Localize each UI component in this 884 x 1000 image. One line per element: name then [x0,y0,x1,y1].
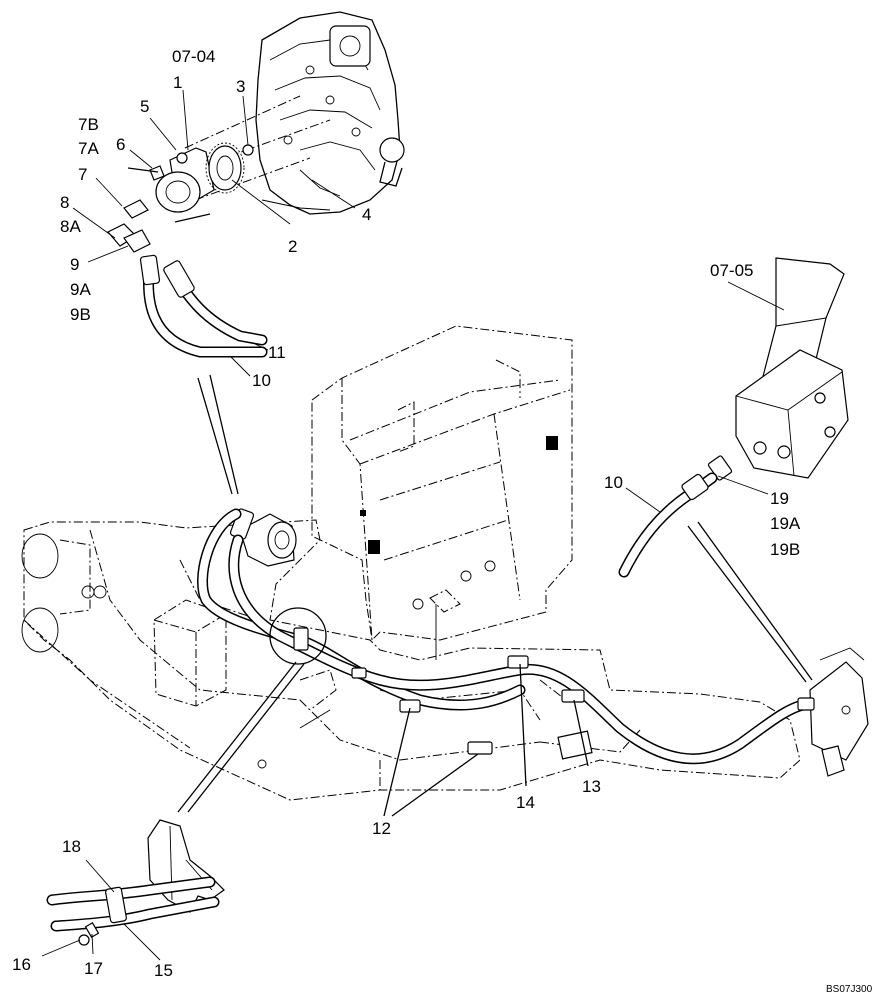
gear-part [205,142,245,194]
callout-9A: 9A [70,280,91,299]
callout-5: 5 [140,97,149,116]
leader-lines-detail [41,859,161,961]
callout-19A: 19A [770,514,801,533]
callout-2: 2 [288,237,297,256]
callout-4: 4 [362,205,371,224]
clip-detail [46,819,225,946]
callout-11: 11 [268,343,286,362]
nut-part [242,144,254,156]
mounted-pedal [797,647,869,777]
ref-engine: 07-04 [172,47,215,66]
drawing-code: BS07J300 [826,984,873,995]
callout-9: 9 [70,255,79,274]
callout-1: 1 [173,73,182,92]
callout-19: 19 [770,489,789,508]
motor-assembly [127,147,215,223]
callout-12: 12 [372,819,391,838]
callout-10-right: 10 [604,473,623,492]
hoses-upper [139,254,268,358]
chassis [21,325,801,801]
callout-18: 18 [62,837,81,856]
hose-right [618,472,718,578]
callout-19B: 19B [770,540,800,559]
ref-pedal: 07-05 [710,261,753,280]
detail-circle [269,607,327,665]
callout-8A: 8A [60,217,81,236]
fittings [107,199,151,253]
callout-16: 16 [12,955,31,974]
callout-6: 6 [116,135,125,154]
pedal-assembly [707,257,849,481]
callout-10-upper: 10 [252,371,271,390]
callout-14: 14 [516,793,535,812]
callout-labels: 07-04 07-05 1 2 3 4 5 6 7B 7A 7 8 8A 9 9… [12,47,873,995]
engine-assembly [255,11,405,215]
callout-9B: 9B [70,305,91,324]
leader-lines-upper [72,89,356,377]
callout-13: 13 [582,777,601,796]
callout-8: 8 [60,193,69,212]
callout-15: 15 [154,961,173,980]
clamps [293,627,585,755]
callout-7B: 7B [78,115,99,134]
callout-7A: 7A [78,139,99,158]
leader-lines-mid [177,661,589,817]
callout-17: 17 [84,959,103,978]
callout-3: 3 [236,77,245,96]
callout-7: 7 [78,165,87,184]
